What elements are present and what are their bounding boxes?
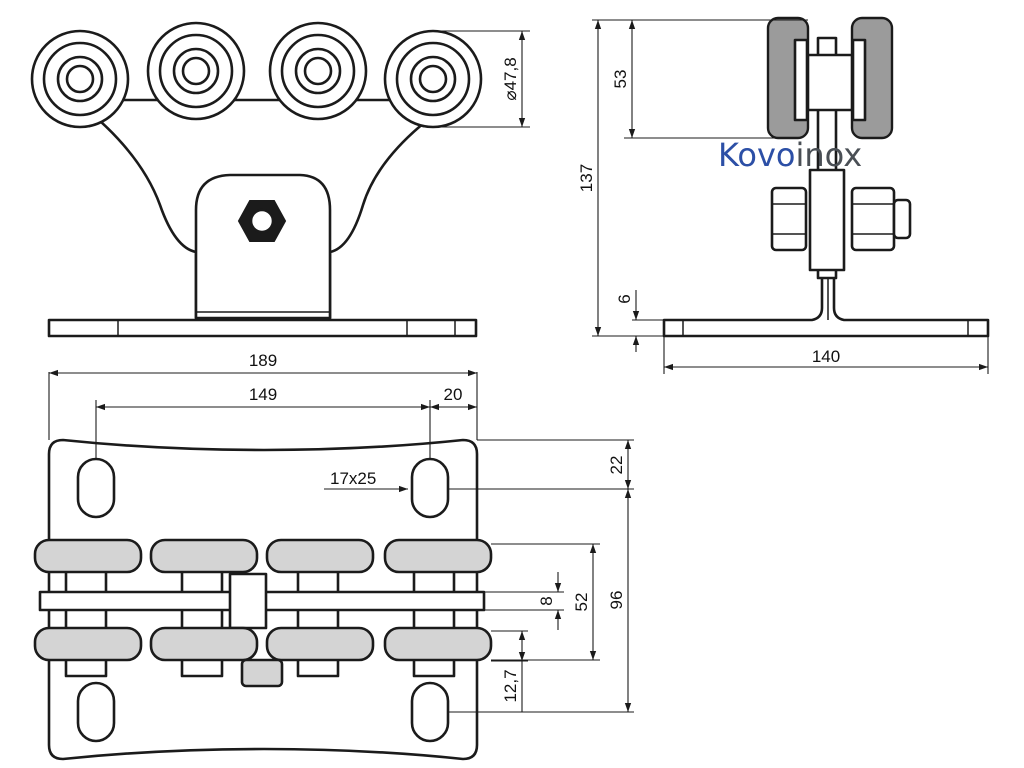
dim-wheel-width-label: 12,7 <box>501 669 520 702</box>
side-view <box>662 16 990 338</box>
dim-hole-edge-offset-label: 20 <box>444 385 463 404</box>
brand-part2: inox <box>795 136 862 174</box>
dim-total-height-label: 137 <box>577 164 596 192</box>
dim-total-height: 137 <box>577 19 664 337</box>
dim-hole-edge-offset: 20 <box>430 385 477 411</box>
front-wheel <box>30 29 130 129</box>
dim-plate-width-label: 96 <box>607 591 626 610</box>
dim-wheel-diameter-label: ⌀47,8 <box>501 57 520 100</box>
dim-plate-length: 189 <box>48 351 478 440</box>
dim-hole-size-label: 17x25 <box>330 469 376 488</box>
front-wheel <box>383 29 483 129</box>
front-wheel <box>268 21 368 121</box>
slot-hole <box>410 457 450 519</box>
dim-plate-length-label: 189 <box>249 351 277 370</box>
dim-hole-edge-offset-y-label: 22 <box>607 456 626 475</box>
dim-wheel-diameter: ⌀47,8 <box>433 30 530 128</box>
dim-hole-spacing-label: 149 <box>249 385 277 404</box>
brand-logo: Kovoinox <box>718 136 862 174</box>
brand-part1: Kovo <box>718 136 795 174</box>
dim-plate-width: 96 <box>448 489 634 713</box>
dim-plate-thickness: 6 <box>615 290 664 352</box>
dim-rail-gap: 8 <box>484 572 564 630</box>
front-wheel <box>146 21 246 121</box>
svg-text:Kovoinox: Kovoinox <box>718 136 862 174</box>
dim-side-plate-width-label: 140 <box>812 347 840 366</box>
dim-wheel-height-label: 53 <box>611 70 630 89</box>
dim-side-plate-width: 140 <box>663 336 989 374</box>
dim-wheel-track-label: 52 <box>572 593 591 612</box>
slot-hole <box>76 457 116 519</box>
dim-wheel-height: 53 <box>611 19 808 139</box>
slot-hole <box>410 681 450 743</box>
front-view <box>30 21 483 338</box>
slot-hole <box>76 681 116 743</box>
dim-hole-size: 17x25 <box>324 469 408 493</box>
dim-wheel-width: 12,7 <box>491 630 528 712</box>
dim-rail-gap-label: 8 <box>537 596 556 605</box>
dim-wheel-track: 52 <box>491 543 600 661</box>
dim-plate-thickness-label: 6 <box>615 294 634 303</box>
dim-hole-edge-offset-y: 22 <box>448 439 634 490</box>
top-view <box>33 438 493 761</box>
